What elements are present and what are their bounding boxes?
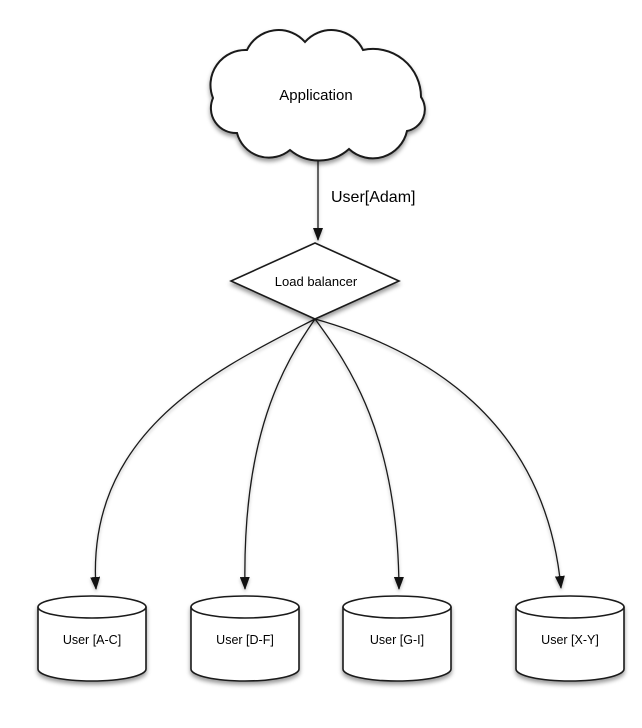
application-label: Application <box>279 87 352 104</box>
cylinder-top <box>190 595 300 619</box>
edges-layer <box>90 156 565 590</box>
cylinder-body <box>37 607 147 682</box>
edge-load-balancer-to-shard-3 <box>314 318 404 590</box>
shard-2-label: User [D-F] <box>216 633 274 647</box>
shard-cylinder-2 <box>190 595 300 682</box>
labels-layer: Application User[Adam] Load balancer Use… <box>63 87 599 647</box>
cylinder-top <box>515 595 625 619</box>
edge-load-balancer-to-shard-2 <box>239 318 316 590</box>
diamond-outline <box>229 242 401 320</box>
cylinder-top <box>37 595 147 619</box>
cylinder-body <box>342 607 452 682</box>
cylinder-body <box>190 607 300 682</box>
shard-1-label: User [A-C] <box>63 633 121 647</box>
application-cloud-node <box>209 29 426 162</box>
cylinder-top <box>342 595 452 619</box>
edge-load-balancer-to-shard-4 <box>314 318 565 589</box>
shard-cylinder-3 <box>342 595 452 682</box>
edge-load-balancer-to-shard-1 <box>90 318 316 590</box>
shard-cylinder-4 <box>515 595 625 682</box>
shard-cylinder-1 <box>37 595 147 682</box>
shard-3-label: User [G-I] <box>370 633 424 647</box>
load-balancer-label: Load balancer <box>275 274 358 289</box>
cloud-outline <box>209 29 426 162</box>
cylinder-body <box>515 607 625 682</box>
shard-4-label: User [X-Y] <box>541 633 599 647</box>
load-balancer-node <box>229 242 401 320</box>
user-adam-edge-label: User[Adam] <box>331 189 415 206</box>
